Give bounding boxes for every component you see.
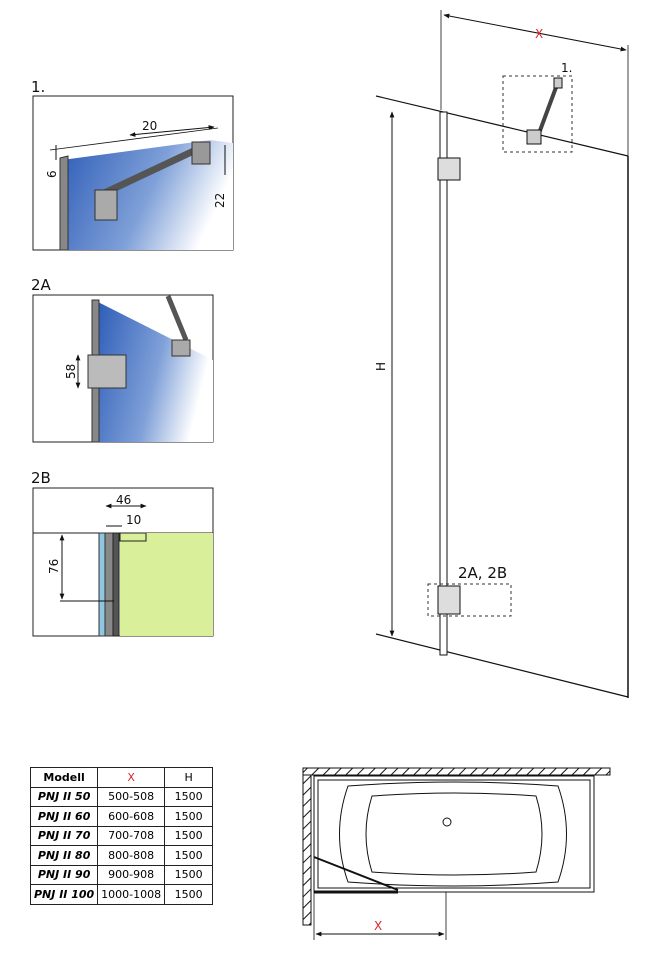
x-cell: 900-908 [97,864,166,885]
h-cell: 1500 [164,845,214,866]
support-arm [165,295,189,341]
x-cell: 600-608 [97,806,166,827]
model-cell: PNJ II 70 [29,825,99,846]
table-header-row: Modell X H [29,767,214,788]
glass-panel [62,140,233,250]
header-modell: Modell [29,767,99,788]
callout-box-1 [502,75,573,153]
dim-22: 22 [213,193,227,208]
dim-20: 20 [142,119,157,133]
support-arm [536,81,560,137]
detail-2a: 2A 58 [31,276,214,443]
h-cell: 1500 [164,864,214,885]
bath-edge-line [375,633,629,698]
tub-basin-inner [365,792,543,876]
glass-section [98,532,106,637]
main-elevation: X H 1. 2A, 2B [374,10,629,698]
model-cell: PNJ II 80 [29,845,99,866]
dim-58: 58 [64,364,78,379]
detail-1-label: 1. [31,78,45,96]
bath-x-label: X [374,919,382,933]
callout-box-2 [427,583,512,617]
header-h: H [164,767,214,788]
model-cell: PNJ II 50 [29,786,99,807]
x-cell: 700-708 [97,825,166,846]
glass-clamp [171,339,191,357]
h-dimension-label: H [374,362,388,371]
x-cell: 500-508 [97,786,166,807]
wall-profile [439,111,448,656]
x-dimension-label: X [535,27,543,41]
wall-bracket [191,141,211,165]
detail-1: 1. 20 6 22 [31,78,234,251]
detail-2b: 2B 46 10 76 [31,469,214,637]
h-cell: 1500 [164,806,214,827]
glass-panel [98,302,213,442]
dim-46: 46 [116,493,131,507]
glass-clamp [94,189,118,221]
x-cell: 800-808 [97,845,166,866]
model-cell: PNJ II 100 [29,884,99,905]
shower-panel [313,856,399,891]
detail-2a-label: 2A [31,276,52,294]
detail-2b-label: 2B [31,469,51,487]
hinge-bracket [87,354,127,389]
profile [59,155,69,251]
dim-10: 10 [126,513,141,527]
drain [442,817,452,827]
upper-hinge [437,157,461,181]
h-cell: 1500 [164,825,214,846]
x-cell: 1000-1008 [97,884,166,905]
h-cell: 1500 [164,786,214,807]
callout-1-label: 1. [561,61,572,75]
dim-76: 76 [47,559,61,574]
model-cell: PNJ II 60 [29,806,99,827]
bath-plan: X [302,767,611,940]
h-cell: 1500 [164,884,214,905]
wall-section [120,533,213,636]
callout-2-label: 2A, 2B [458,564,507,582]
wall-top-line [375,95,629,157]
dim-6: 6 [45,170,59,178]
support-arm [98,144,202,199]
header-x: X [97,767,166,788]
lower-hinge [437,585,461,615]
model-cell: PNJ II 90 [29,864,99,885]
